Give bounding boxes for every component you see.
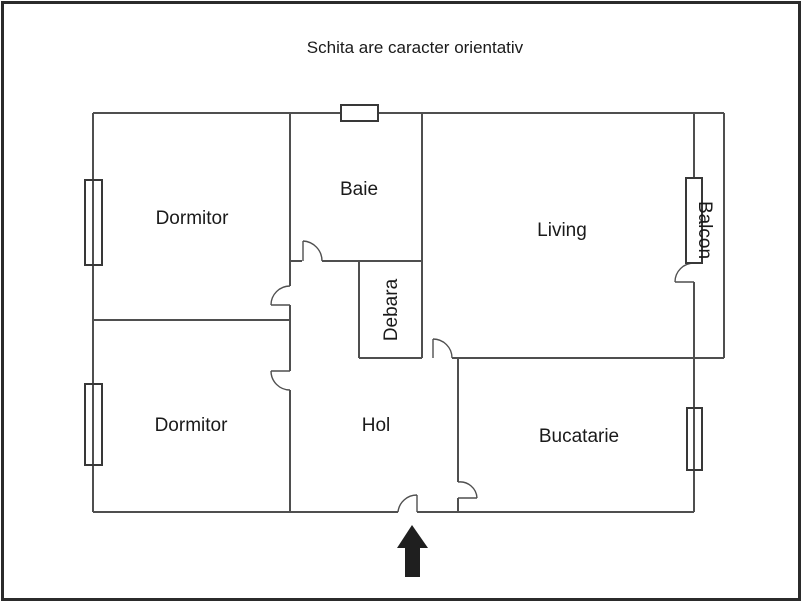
label-living: Living [537, 220, 587, 241]
door-dormitor1 [270, 285, 291, 306]
window-baie [340, 104, 379, 122]
label-dormitor2: Dormitor [155, 415, 229, 436]
walls [92, 112, 725, 513]
plan-title: Schita are caracter orientativ [307, 38, 524, 57]
label-bucatarie: Bucatarie [539, 426, 619, 447]
window-balcon [685, 177, 703, 264]
label-hol: Hol [362, 415, 391, 436]
door-bucatarie [457, 481, 478, 499]
door-dormitor2 [270, 370, 291, 391]
doors [270, 240, 695, 513]
label-baie: Baie [340, 179, 378, 200]
door-entrance [397, 494, 418, 513]
label-dormitor1: Dormitor [156, 208, 230, 229]
window-dormitor2 [84, 383, 103, 466]
window-dormitor1 [84, 179, 103, 266]
room-labels: Dormitor Baie Living Debara Balcon Dormi… [155, 179, 715, 447]
label-balcon: Balcon [694, 201, 715, 259]
entrance-arrow-icon [397, 525, 428, 577]
door-living [432, 338, 453, 359]
door-baie [302, 240, 323, 262]
door-balcon [674, 262, 695, 283]
windows [84, 104, 703, 471]
label-debara: Debara [381, 278, 402, 341]
window-bucatarie [686, 407, 703, 471]
interior-walls [93, 114, 459, 512]
exterior-walls [92, 112, 725, 513]
